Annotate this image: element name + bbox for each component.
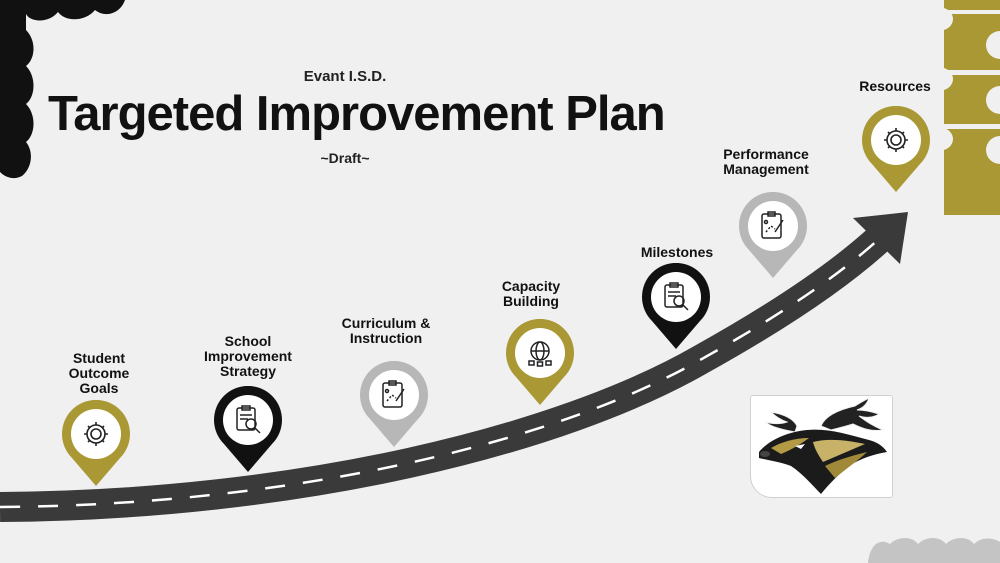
strategy-clipboard-icon: [382, 380, 405, 408]
clipboard-magnifier-icon: [236, 405, 261, 434]
bottom-right-gray-decoration: [868, 538, 1000, 563]
top-right-gold-decoration: [944, 0, 1000, 215]
organization-name: Evant I.S.D.: [303, 68, 387, 85]
mascot-logo: [750, 395, 893, 498]
step-label-resources: Resources: [859, 78, 931, 94]
step-pin-school-improvement-strategy: [214, 386, 282, 472]
step-pin-student-outcome-goals: [62, 400, 130, 486]
step-pin-performance-management: [739, 192, 807, 278]
gear-icon: [884, 128, 908, 152]
elk-mascot-icon: [759, 397, 887, 494]
page-title: Targeted Improvement Plan: [48, 87, 666, 141]
step-label-milestones: Milestones: [640, 244, 714, 260]
arrow-head: [853, 212, 908, 264]
step-pin-curriculum-instruction: [360, 361, 428, 447]
step-pin-milestones: [642, 263, 710, 349]
step-label-student-outcome-goals: Student Outcome Goals: [68, 350, 130, 396]
strategy-clipboard-icon: [761, 211, 784, 239]
page-subtitle: ~Draft~: [320, 150, 370, 166]
step-label-school-improvement-strategy: School Improvement Strategy: [204, 333, 292, 379]
step-pin-resources: [862, 106, 930, 192]
globe-network-icon: [528, 341, 552, 367]
gear-icon: [84, 422, 108, 446]
step-label-performance-management: Performance Management: [723, 146, 809, 177]
clipboard-magnifier-icon: [664, 282, 689, 311]
step-label-capacity-building: Capacity Building: [501, 278, 561, 309]
step-pin-capacity-building: [506, 319, 574, 405]
top-left-scallop-decoration: [0, 0, 125, 179]
step-label-curriculum-instruction: Curriculum & Instruction: [341, 315, 431, 346]
